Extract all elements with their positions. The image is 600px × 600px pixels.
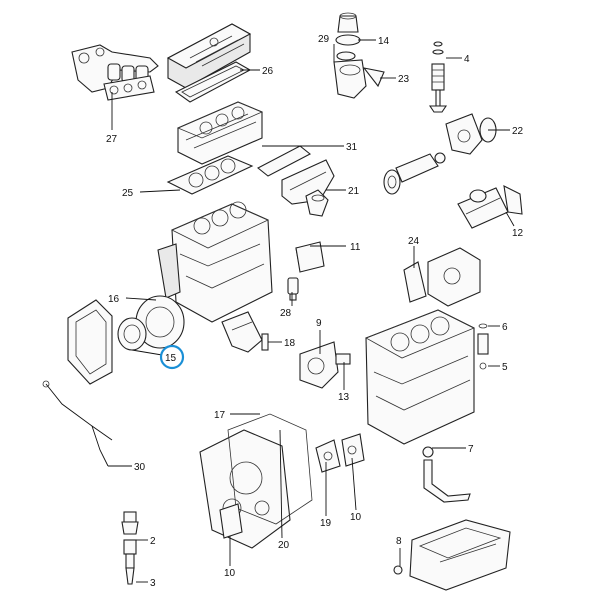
flange-plate[interactable] xyxy=(341,433,365,467)
callout-21[interactable]: 21 xyxy=(348,186,360,197)
callout-10-flange[interactable]: 10 xyxy=(350,512,362,523)
callout-3[interactable]: 3 xyxy=(150,578,156,589)
callout-15[interactable]: 15 xyxy=(165,353,177,364)
housing-gasket[interactable] xyxy=(362,67,385,88)
engine-block[interactable] xyxy=(157,201,273,323)
callout-24[interactable]: 24 xyxy=(408,236,420,247)
exhaust-gasket[interactable] xyxy=(103,75,155,101)
water-pump[interactable] xyxy=(299,341,351,389)
callout-9[interactable]: 9 xyxy=(316,318,322,329)
callout-2[interactable]: 2 xyxy=(150,536,156,547)
callout-25[interactable]: 25 xyxy=(122,188,134,199)
callout-labels: 27 26 31 21 25 11 28 16 15 18 9 13 17 20… xyxy=(106,34,524,589)
callout-19[interactable]: 19 xyxy=(320,518,332,529)
callout-13[interactable]: 13 xyxy=(338,392,350,403)
cover-gasket-11[interactable] xyxy=(295,241,325,273)
alternator-bracket[interactable] xyxy=(403,261,427,303)
thermostat[interactable] xyxy=(336,51,356,61)
callout-4[interactable]: 4 xyxy=(464,54,470,65)
oil-pan[interactable] xyxy=(409,519,511,591)
callout-27[interactable]: 27 xyxy=(106,134,118,145)
highlight-ring xyxy=(159,344,185,370)
callout-16[interactable]: 16 xyxy=(108,294,120,305)
oil-filter-base[interactable] xyxy=(427,247,481,307)
callout-22[interactable]: 22 xyxy=(512,126,524,137)
drain-plug[interactable] xyxy=(393,565,403,575)
sender-unit[interactable] xyxy=(121,511,139,535)
rear-gasket[interactable] xyxy=(67,299,113,385)
thermostat-gasket[interactable] xyxy=(335,34,361,46)
callout-10-plate[interactable]: 10 xyxy=(224,568,236,579)
callout-5[interactable]: 5 xyxy=(502,362,508,373)
oil-seal[interactable] xyxy=(117,317,147,351)
dowel-fitting[interactable] xyxy=(477,323,489,370)
fan-pulley[interactable] xyxy=(383,169,401,195)
water-outlet[interactable] xyxy=(305,189,329,217)
valve-cover[interactable] xyxy=(166,23,252,89)
pin-18[interactable] xyxy=(261,333,269,351)
oil-strainer[interactable] xyxy=(422,446,471,503)
flange-gasket[interactable] xyxy=(315,439,341,473)
impeller-shaft[interactable] xyxy=(395,152,446,183)
oil-pressure-switch[interactable] xyxy=(287,277,299,301)
leader-lines xyxy=(108,39,515,583)
thermostat-housing[interactable] xyxy=(333,59,367,99)
lifter-bracket[interactable] xyxy=(221,311,263,353)
head-gasket[interactable] xyxy=(166,155,254,195)
timing-gear-case[interactable] xyxy=(199,429,291,549)
valve-assembly[interactable] xyxy=(428,41,448,113)
dipstick[interactable] xyxy=(42,380,113,467)
water-pump-cover[interactable] xyxy=(445,113,483,155)
callout-8[interactable]: 8 xyxy=(396,536,402,547)
callout-31[interactable]: 31 xyxy=(346,142,358,153)
starter-gasket[interactable] xyxy=(503,185,523,215)
callout-18[interactable]: 18 xyxy=(284,338,296,349)
starter-motor[interactable] xyxy=(457,187,509,229)
intake-gasket[interactable] xyxy=(256,145,312,177)
callout-7[interactable]: 7 xyxy=(468,444,474,455)
callout-11[interactable]: 11 xyxy=(350,242,361,253)
engine-block-right[interactable] xyxy=(365,309,475,445)
callout-17[interactable]: 17 xyxy=(214,410,226,421)
thermostat-cap[interactable] xyxy=(337,12,359,33)
cylinder-head[interactable] xyxy=(176,101,264,165)
callout-28[interactable]: 28 xyxy=(280,308,292,319)
callout-14[interactable]: 14 xyxy=(378,36,390,47)
callout-12[interactable]: 12 xyxy=(512,228,524,239)
callout-30[interactable]: 30 xyxy=(134,462,146,473)
callout-6[interactable]: 6 xyxy=(502,322,508,333)
callout-29[interactable]: 29 xyxy=(318,34,330,45)
callout-26[interactable]: 26 xyxy=(262,66,274,77)
callout-20[interactable]: 20 xyxy=(278,540,290,551)
cover-plate-10[interactable] xyxy=(219,503,243,539)
glow-plug[interactable] xyxy=(123,539,137,585)
callout-23[interactable]: 23 xyxy=(398,74,410,85)
